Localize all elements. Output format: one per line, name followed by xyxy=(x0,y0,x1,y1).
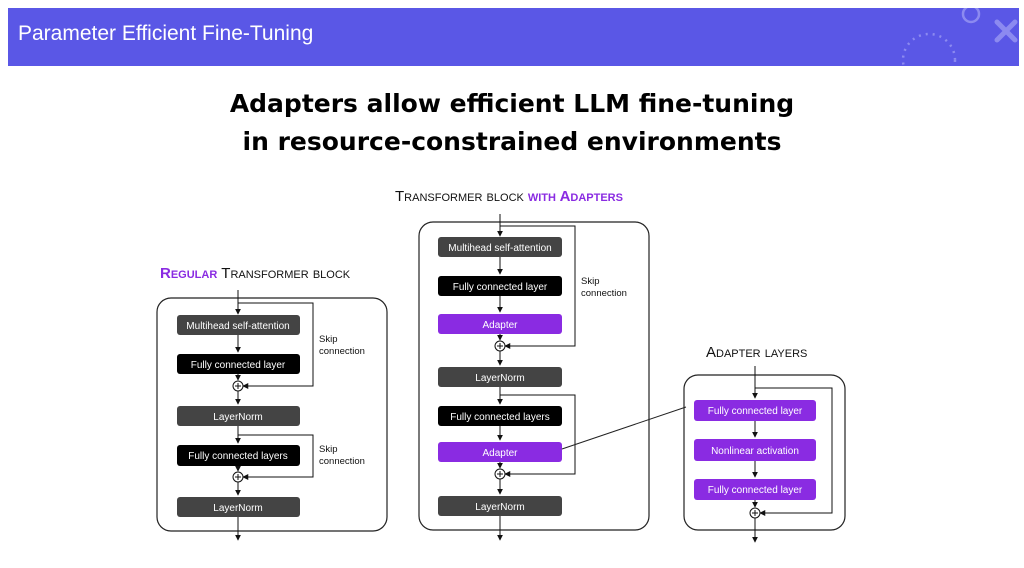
regular-title-highlight: Regular xyxy=(160,265,217,282)
regular-fc1-label: Fully connected layer xyxy=(191,360,286,371)
adapters-attention-block xyxy=(438,237,562,257)
adapter-layers-add-plus xyxy=(752,510,758,516)
adapters-norm2-block xyxy=(438,496,562,516)
regular-skip-label-2-line-1: Skip xyxy=(319,444,337,455)
adapters-adapter1-label: Adapter xyxy=(482,320,518,331)
adapters-title-highlight: with Adapters xyxy=(528,188,623,205)
regular-add-plus-2 xyxy=(235,474,241,480)
regular-fc2-label: Fully connected layers xyxy=(188,451,288,462)
adapters-adapter2-label: Adapter xyxy=(482,448,518,459)
adapters-fc1-block xyxy=(438,276,562,296)
headline-line-2: in resource-constrained environments xyxy=(242,127,782,156)
adapters-fc2-label: Fully connected layers xyxy=(450,412,550,423)
adapters-adapter2-block xyxy=(438,442,562,462)
adapters-fc1-label: Fully connected layer xyxy=(453,282,548,293)
adapters-norm1-block xyxy=(438,367,562,387)
adapters-skip-path-2 xyxy=(500,394,576,477)
header-title: Parameter Efficient Fine-Tuning xyxy=(18,22,314,45)
regular-skip-path-1 xyxy=(238,302,314,389)
regular-skip-label-1-line-2: connection xyxy=(319,346,365,357)
adapter-layers-activation-block xyxy=(694,439,816,461)
regular-title-rest: Transformer block xyxy=(221,265,351,282)
adapter-layers-fc2-label: Fully connected layer xyxy=(708,485,803,496)
regular-skip-label-2-line-2: connection xyxy=(319,456,365,467)
adapter-layers-fc1-block xyxy=(694,400,816,421)
adapters-skip-path-1 xyxy=(500,225,576,349)
headline: Adapters allow efficient LLM fine-tuning… xyxy=(0,85,1024,161)
regular-norm2-block xyxy=(177,497,300,517)
regular-fc1-block xyxy=(177,354,300,374)
regular-attention-block xyxy=(177,315,300,335)
adapter-layers-fc1-label: Fully connected layer xyxy=(708,406,803,417)
adapter-layers-group: Adapter layers Fully connected layer Non… xyxy=(683,344,846,543)
regular-norm2-label: LayerNorm xyxy=(213,503,262,514)
adapters-add-plus-2 xyxy=(497,471,503,477)
adapter-layers-activation-label: Nonlinear activation xyxy=(711,446,799,457)
regular-add-plus-1 xyxy=(235,383,241,389)
adapters-norm1-label: LayerNorm xyxy=(475,373,524,384)
adapters-adapter1-block xyxy=(438,314,562,334)
adapters-title-rest: Transformer block xyxy=(395,188,525,205)
adapters-fc2-block xyxy=(438,406,562,426)
regular-norm1-label: LayerNorm xyxy=(213,412,262,423)
adapters-block-container xyxy=(418,221,650,531)
adapter-layers-container xyxy=(683,374,846,531)
regular-skip-path-2 xyxy=(238,434,314,480)
adapters-attention-label: Multihead self-attention xyxy=(448,243,551,254)
adapter-zoom-connector xyxy=(561,406,687,450)
regular-block-container xyxy=(156,297,388,532)
header-decoration xyxy=(901,8,1018,66)
header-bar: Parameter Efficient Fine-Tuning xyxy=(8,8,1019,66)
headline-line-1: Adapters allow efficient LLM fine-tuning xyxy=(229,89,795,118)
regular-attention-label: Multihead self-attention xyxy=(186,321,289,332)
regular-fc2-block xyxy=(177,445,300,466)
adapters-skip-label-line-1: Skip xyxy=(581,276,599,287)
regular-skip-label-1-line-1: Skip xyxy=(319,334,337,345)
adapters-add-plus-1 xyxy=(497,343,503,349)
adapter-layers-skip-path xyxy=(755,387,833,516)
adapter-layers-fc2-block xyxy=(694,479,816,500)
adapters-skip-label-line-2: connection xyxy=(581,288,627,299)
regular-norm1-block xyxy=(177,406,300,426)
adapter-layers-title: Adapter layers xyxy=(706,344,807,361)
adapters-norm2-label: LayerNorm xyxy=(475,502,524,513)
